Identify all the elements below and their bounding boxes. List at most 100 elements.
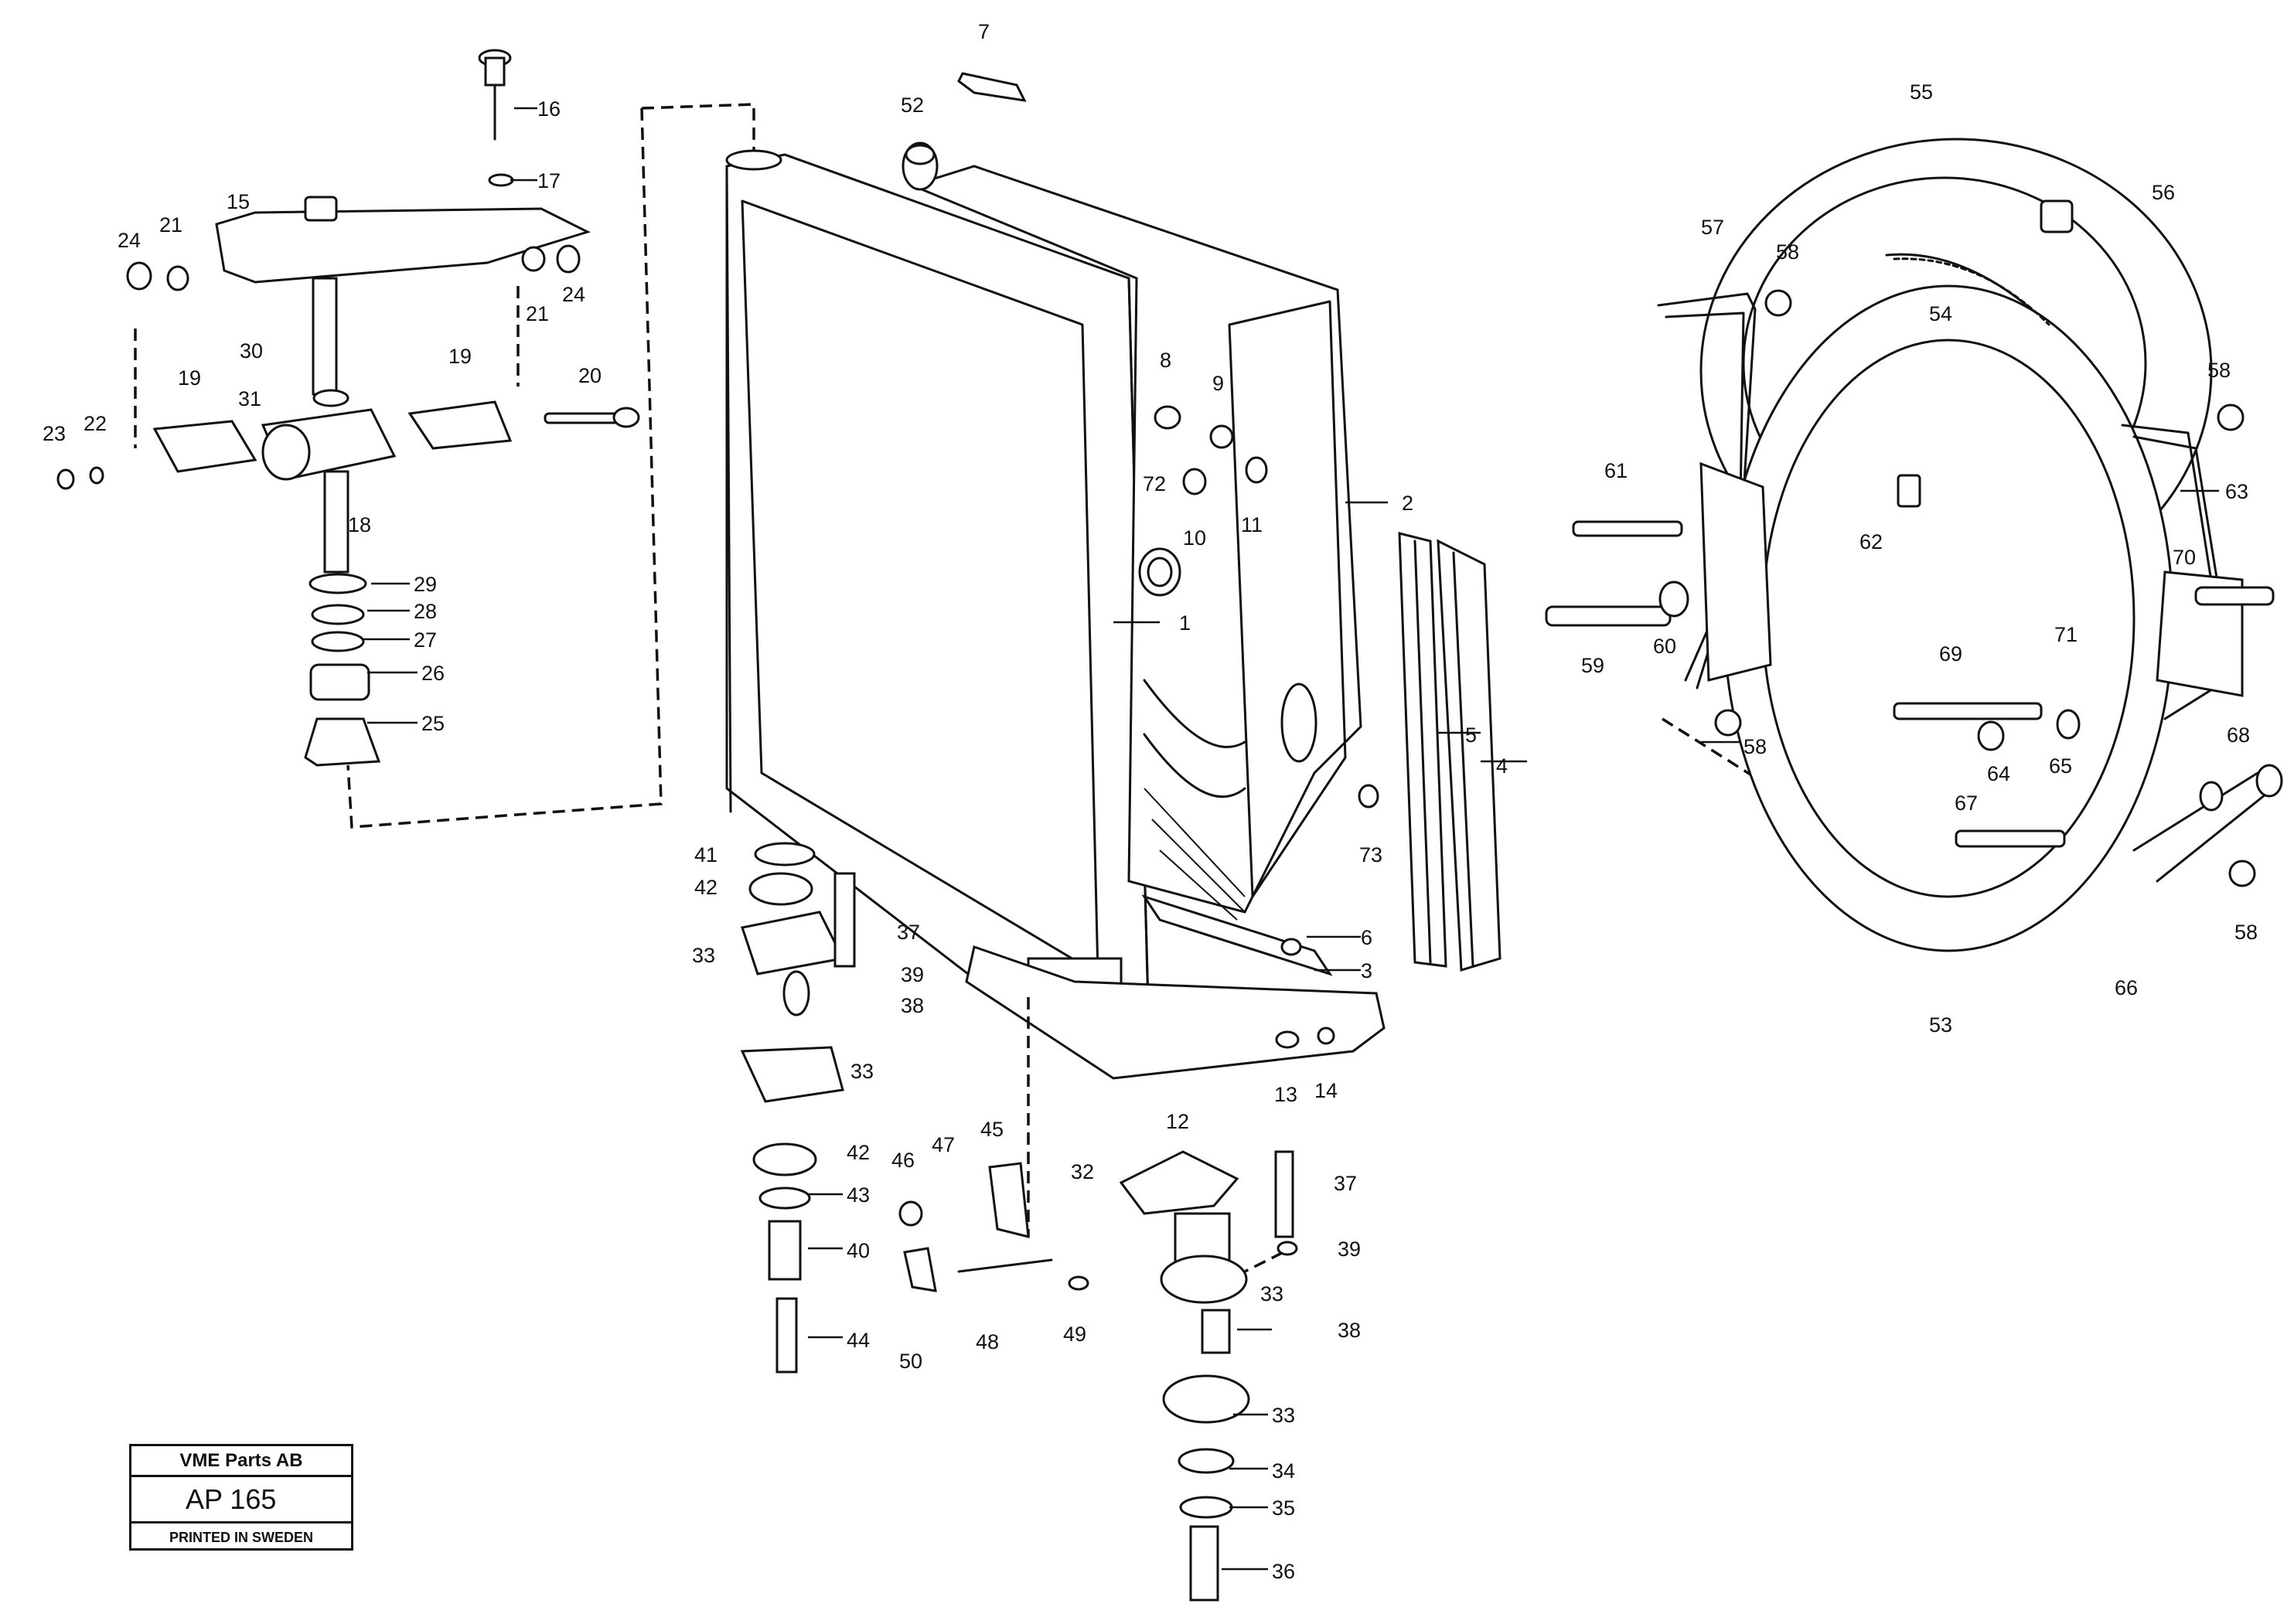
- callout-55: 55: [1910, 80, 1933, 104]
- callout-3: 3: [1361, 959, 1372, 982]
- callout-42-top: 42: [694, 876, 718, 899]
- leader-lines: [363, 107, 2219, 1571]
- callout-37-right: 37: [1334, 1172, 1357, 1195]
- callout-2: 2: [1402, 492, 1413, 515]
- callout-58-c: 58: [1744, 735, 1767, 758]
- callout-6: 6: [1361, 926, 1372, 949]
- callout-15: 15: [227, 190, 250, 213]
- callout-62: 62: [1859, 530, 1883, 553]
- publisher-stamp: VME Parts AB AP 165 PRINTED IN SWEDEN: [129, 1444, 353, 1551]
- callout-13: 13: [1274, 1083, 1297, 1106]
- callout-64: 64: [1987, 762, 2010, 785]
- callout-38-right: 38: [1338, 1319, 1361, 1342]
- callout-11: 11: [1241, 513, 1263, 536]
- callout-50: 50: [899, 1350, 922, 1373]
- callout-57: 57: [1701, 216, 1724, 239]
- callout-5: 5: [1465, 723, 1477, 747]
- callout-42-bottom: 42: [847, 1141, 870, 1164]
- stamp-company: VME Parts AB: [131, 1446, 351, 1477]
- callout-31: 31: [238, 387, 261, 410]
- callout-30: 30: [240, 339, 263, 363]
- callout-21-left: 21: [159, 213, 182, 237]
- callout-28: 28: [414, 600, 437, 623]
- callout-19-left: 19: [178, 366, 201, 390]
- callout-27: 27: [414, 628, 437, 652]
- callout-72: 72: [1143, 472, 1166, 495]
- bracket-7: [957, 72, 1027, 102]
- callout-49: 49: [1063, 1323, 1086, 1346]
- callout-33-c: 33: [1260, 1282, 1283, 1306]
- callout-43: 43: [847, 1183, 870, 1207]
- stamp-printed: PRINTED IN SWEDEN: [169, 1530, 313, 1545]
- rubber-bushing-52: [902, 141, 939, 191]
- callout-17: 17: [537, 169, 561, 192]
- callout-58-b: 58: [2207, 359, 2231, 382]
- callout-53: 53: [1929, 1013, 1952, 1037]
- callout-16: 16: [537, 97, 561, 121]
- callout-7: 7: [978, 20, 990, 43]
- callout-46: 46: [891, 1149, 915, 1172]
- stamp-code: AP 165: [131, 1477, 351, 1524]
- callout-12: 12: [1166, 1110, 1189, 1133]
- callout-54: 54: [1929, 302, 1952, 325]
- callout-10: 10: [1183, 526, 1206, 550]
- callout-24-right: 24: [562, 283, 585, 306]
- fan-shroud: [908, 165, 1362, 921]
- mounting-bracket-assembly: [56, 49, 640, 767]
- callout-36: 36: [1272, 1560, 1295, 1583]
- callout-66: 66: [2115, 976, 2138, 999]
- fan-ring-assembly: [1545, 138, 2283, 952]
- callout-52: 52: [901, 94, 924, 117]
- callout-20: 20: [578, 364, 602, 387]
- callout-70: 70: [2173, 546, 2196, 569]
- callout-18: 18: [348, 513, 371, 536]
- callout-39-right: 39: [1338, 1238, 1361, 1261]
- callout-8: 8: [1160, 349, 1171, 372]
- callout-58-d: 58: [2234, 921, 2258, 944]
- tube-3-6: [1141, 894, 1333, 976]
- callout-60: 60: [1653, 635, 1676, 658]
- callout-37-left: 37: [897, 921, 920, 944]
- callout-35: 35: [1272, 1496, 1295, 1520]
- callout-69: 69: [1939, 642, 1962, 666]
- callout-14: 14: [1314, 1079, 1338, 1102]
- callout-61: 61: [1604, 459, 1628, 482]
- callout-1: 1: [1179, 611, 1191, 635]
- callout-33-d: 33: [1272, 1404, 1295, 1427]
- callout-23: 23: [43, 422, 66, 445]
- callout-67: 67: [1955, 792, 1978, 815]
- callout-45: 45: [980, 1118, 1004, 1141]
- callout-29: 29: [414, 573, 437, 596]
- callout-44: 44: [847, 1329, 870, 1352]
- callout-21-right: 21: [526, 302, 549, 325]
- callout-56: 56: [2152, 181, 2175, 204]
- callout-63: 63: [2225, 480, 2248, 503]
- callout-labels: 1 2 3 4 5 6 7 8 9 10 11 12 13 14 15 16 1…: [43, 20, 2258, 1583]
- callout-40: 40: [847, 1239, 870, 1262]
- callout-24-left: 24: [118, 229, 141, 252]
- callout-33-b: 33: [850, 1060, 874, 1083]
- seal-strips: [1398, 532, 1501, 972]
- callout-58-a: 58: [1776, 240, 1799, 264]
- callout-73: 73: [1359, 843, 1382, 866]
- callout-48: 48: [976, 1330, 999, 1353]
- callout-68: 68: [2227, 723, 2250, 747]
- callout-22: 22: [84, 412, 107, 435]
- callout-32: 32: [1071, 1160, 1094, 1183]
- callout-65: 65: [2049, 754, 2072, 778]
- callout-38-left: 38: [901, 994, 924, 1017]
- callout-25: 25: [421, 712, 445, 735]
- callout-71: 71: [2054, 623, 2078, 646]
- callout-26: 26: [421, 662, 445, 685]
- callout-47: 47: [932, 1133, 955, 1156]
- callout-33-a: 33: [692, 944, 715, 967]
- callout-19-right: 19: [448, 345, 472, 368]
- lower-mount-right: [1119, 1150, 1298, 1602]
- small-fasteners: [1138, 405, 1379, 1049]
- callout-59: 59: [1581, 654, 1604, 677]
- callout-34: 34: [1272, 1459, 1295, 1483]
- callout-4: 4: [1496, 754, 1508, 778]
- lower-mount-left: [740, 842, 1089, 1374]
- callout-9: 9: [1212, 372, 1224, 395]
